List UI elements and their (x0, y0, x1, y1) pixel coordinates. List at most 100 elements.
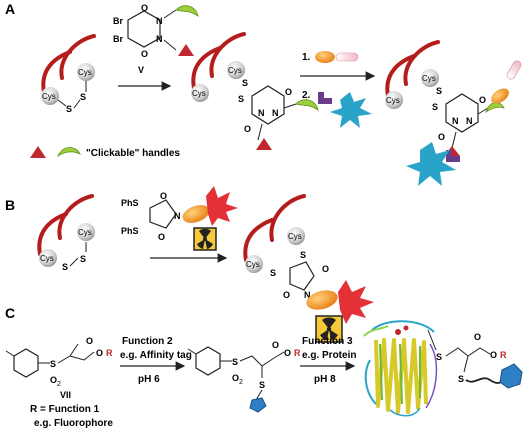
purple-handle-icon (318, 92, 332, 104)
sulfur-atom: S (80, 254, 86, 264)
oxygen-atom: O (285, 87, 292, 97)
oxygen-atom: O (86, 336, 93, 346)
panel-label-a: A (5, 1, 15, 17)
triangle-handle-icon (178, 44, 194, 56)
bromine-atom: Br (113, 16, 123, 26)
step2-title: Function 3 (302, 336, 353, 347)
nitrogen-atom: N (174, 211, 181, 221)
oxygen-atom: O (232, 373, 239, 383)
cys-residue (41, 87, 59, 105)
final-conjugate: S O O R S (427, 329, 523, 389)
sulfur-atom: S (232, 357, 238, 367)
nitrogen-atom: N (156, 16, 163, 26)
oxygen-atom: O (50, 375, 57, 385)
oxygen-atom: O (474, 332, 481, 342)
oxygen-atom: O (96, 348, 103, 358)
cys-label: Cys (246, 260, 260, 269)
protein-bridged-b: Cys Cys S S O O N (243, 194, 374, 343)
compound-vii: S O 2 O O R VII R = Function 1 e.g. Fluo… (5, 336, 113, 429)
nitrogen-atom: N (452, 116, 459, 126)
sulfur-atom: S (238, 94, 244, 104)
nitrogen-atom: N (156, 34, 163, 44)
protein-bridged-a: Cys Cys S S O O N N (191, 32, 319, 150)
nitrogen-atom: N (466, 116, 473, 126)
legend-text: "Clickable" handles (86, 148, 180, 159)
cys-label: Cys (422, 74, 436, 83)
sulfur-atom: S (50, 359, 56, 369)
panel-label-c: C (5, 305, 15, 321)
cys-label: Cys (78, 228, 92, 237)
step-label-2: 2. (302, 90, 311, 101)
cys-label: Cys (228, 66, 242, 75)
hook-handle-icon (295, 99, 319, 111)
oxygen-atom: O (490, 350, 497, 360)
cys-residue (77, 63, 95, 81)
step-label-1: 1. (302, 52, 311, 63)
step1-ph: pH 6 (138, 374, 160, 385)
sulfur-atom: S (458, 374, 464, 384)
cys-label: Cys (78, 68, 92, 77)
oxygen-atom: O (322, 264, 329, 274)
sulfur-atom: S (62, 262, 68, 272)
cyan-star-icon (330, 92, 372, 128)
oxygen-atom: O (284, 348, 291, 358)
reagent-maleimide-b: PhS PhS O O N (121, 186, 238, 251)
legend-triangle-icon (30, 146, 46, 158)
phs-group: PhS (121, 226, 139, 236)
protein-ribbon (59, 34, 96, 80)
r-group: R (294, 348, 301, 358)
r-group: R (500, 350, 507, 360)
red-star-icon (206, 186, 238, 226)
orange-probe-icon (315, 51, 335, 63)
protein-dual-labeled-a: Cys Cys S S O O N N (385, 40, 522, 186)
pink-tag-icon (335, 52, 359, 62)
legend-hook-icon (56, 147, 81, 158)
sulfur-atom: S (300, 250, 306, 260)
oxygen-atom: O (160, 191, 167, 201)
oxygen-atom: O (244, 124, 251, 134)
sulfur-atom: S (80, 92, 86, 102)
step2-ph: pH 8 (314, 374, 336, 385)
oxygen-atom: O (283, 290, 290, 300)
intermediate-adduct: S O 2 O O R S (187, 340, 301, 413)
sulfur-atom: S (242, 78, 248, 88)
nitrogen-atom: N (258, 108, 265, 118)
sulfur-atom: S (436, 352, 442, 362)
reagent-v-structure: O O N N Br Br V (113, 3, 199, 75)
oxygen-atom: O (438, 132, 445, 142)
triangle-handle-icon (256, 138, 272, 150)
protein-disulfide-a: Cys Cys S S (41, 34, 96, 114)
r-group: R (106, 348, 113, 358)
cys-label: Cys (42, 92, 56, 101)
r-example: e.g. Fluorophore (34, 418, 113, 429)
step1-title: Function 2 (122, 336, 173, 347)
r-definition: R = Function 1 (30, 404, 100, 415)
affinity-tag-icon (249, 397, 267, 413)
oxygen-atom: O (158, 232, 165, 242)
sulfur-atom: S (432, 102, 438, 112)
cys-label: Cys (288, 232, 302, 241)
compound-label-vii: VII (60, 390, 71, 400)
reagent-label-v: V (138, 65, 144, 75)
step2-example: e.g. Protein (302, 350, 356, 361)
subscript-2: 2 (239, 379, 243, 386)
oxygen-atom: O (272, 340, 279, 350)
sulfur-atom: S (436, 86, 442, 96)
panel-label-b: B (5, 197, 15, 213)
oxygen-atom: O (141, 49, 148, 59)
sulfur-atom: S (270, 268, 276, 278)
sulfur-atom: S (66, 104, 72, 114)
phs-group: PhS (121, 198, 139, 208)
protein-beta-barrel (363, 320, 438, 417)
nitrogen-atom: N (272, 108, 279, 118)
subscript-2: 2 (57, 381, 61, 388)
oxygen-atom: O (141, 3, 148, 13)
sulfur-atom: S (259, 380, 265, 390)
hook-handle-icon (175, 5, 199, 17)
cys-label: Cys (40, 254, 54, 263)
cys-label: Cys (386, 96, 400, 105)
cys-label: Cys (192, 89, 206, 98)
oxygen-atom: O (479, 95, 486, 105)
